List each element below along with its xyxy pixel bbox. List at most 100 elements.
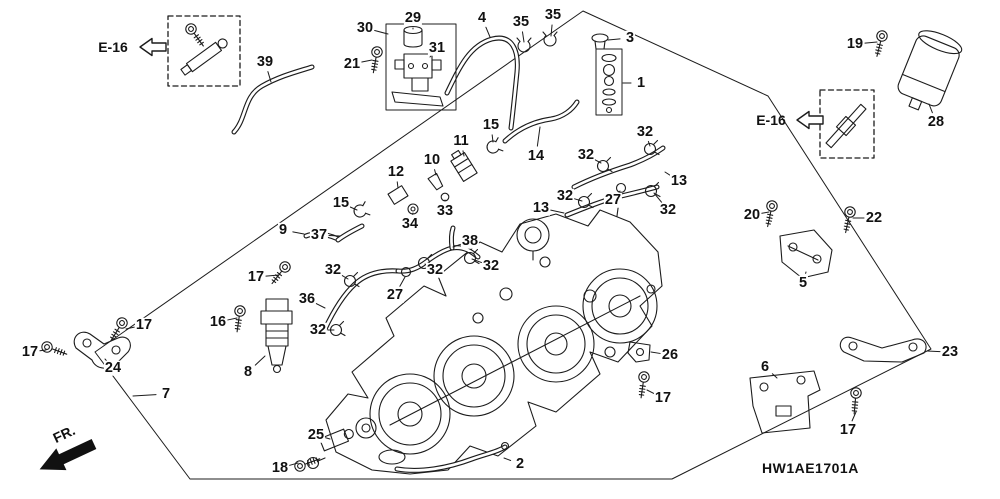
part-28-canister — [897, 30, 963, 111]
part-callout-22: 22 — [864, 209, 884, 226]
part-callout-8: 8 — [242, 363, 254, 380]
part-callout-12: 12 — [386, 163, 406, 180]
ref-label-e16-left: E-16 — [98, 39, 128, 55]
part-24-bracket — [73, 331, 131, 369]
e16-joint-left — [180, 38, 228, 76]
part-1-seal-kit — [595, 48, 623, 116]
leader-line — [864, 41, 878, 44]
vacuum-dome — [516, 218, 550, 261]
bolt-17 — [848, 386, 863, 415]
part-callout-32: 32 — [576, 146, 596, 163]
part-5-bracket — [779, 229, 833, 279]
ref-label-e16-right: E-16 — [756, 112, 786, 128]
part-callout-13: 13 — [531, 199, 551, 216]
leader-line — [521, 31, 525, 43]
part-30-bracket — [391, 91, 444, 107]
part-callout-27: 27 — [603, 191, 623, 208]
part-callout-11: 11 — [452, 132, 470, 149]
part-callout-32: 32 — [635, 123, 655, 140]
part-8-injector — [260, 298, 293, 374]
part-callout-38: 38 — [460, 232, 480, 249]
leader-line — [341, 274, 349, 280]
bolt-17 — [267, 259, 293, 288]
bolt-20 — [761, 199, 779, 229]
part-callout-14: 14 — [526, 147, 546, 164]
e16-ref-arrow-right — [796, 110, 824, 130]
leader-line — [374, 30, 389, 35]
e16-dashed-box-left — [167, 15, 241, 87]
frame-border — [94, 10, 932, 480]
part-callout-30: 30 — [355, 19, 375, 36]
leader-line — [452, 243, 462, 248]
leader-line — [429, 55, 432, 58]
leader-lines — [39, 24, 941, 466]
part-26-bracket — [627, 341, 651, 363]
part-callout-31: 31 — [427, 39, 447, 56]
part-callout-35: 35 — [511, 13, 531, 30]
leader-line — [491, 134, 494, 143]
part-callout-4: 4 — [476, 9, 488, 26]
part-callout-6: 6 — [759, 358, 771, 375]
hose-4 — [444, 35, 520, 131]
leader-line — [761, 211, 770, 214]
throttle-bore — [433, 335, 515, 417]
part-callout-20: 20 — [742, 206, 762, 223]
part-callout-34: 34 — [400, 215, 420, 232]
leader-line — [607, 38, 621, 41]
leader-line — [664, 171, 672, 177]
part-callout-29: 29 — [403, 9, 423, 26]
leader-line — [104, 358, 107, 362]
hose-2 — [394, 441, 510, 473]
diagram-code: HW1AE1701A — [762, 460, 859, 476]
leader-line — [289, 462, 299, 466]
leader-line — [227, 317, 238, 321]
part-callout-9: 9 — [277, 221, 289, 238]
bolt-e16-left — [183, 21, 209, 50]
part-callout-24: 24 — [103, 359, 123, 376]
part-30-valve-assembly — [385, 23, 457, 111]
throttle-bore — [517, 305, 595, 383]
part-callout-17: 17 — [20, 343, 40, 360]
leader-line — [132, 394, 157, 397]
part-6-bracket — [749, 370, 821, 434]
leader-line — [851, 411, 857, 422]
leader-line — [396, 181, 399, 189]
part-callout-32: 32 — [425, 261, 445, 278]
leader-line — [267, 71, 272, 83]
leader-line — [315, 302, 326, 309]
part-callout-33: 33 — [435, 202, 455, 219]
part-callout-15: 15 — [481, 116, 501, 133]
part-callout-15: 15 — [331, 194, 351, 211]
bolt-17 — [635, 370, 651, 400]
leader-line — [647, 140, 651, 147]
e16-pipe-right — [825, 103, 867, 149]
part-29-cap — [403, 25, 423, 48]
leader-line — [650, 351, 661, 354]
part-callout-18: 18 — [270, 459, 290, 476]
throttle-cam — [355, 417, 377, 439]
throttle-body — [325, 209, 663, 475]
part-31-valve-body — [394, 53, 442, 92]
hose-14 — [502, 99, 580, 144]
hose-38 — [395, 225, 481, 274]
leader-line — [550, 209, 565, 214]
leader-line — [254, 355, 266, 366]
throttle-bore — [582, 268, 658, 344]
leader-line — [653, 192, 663, 203]
part-callout-17: 17 — [246, 268, 266, 285]
leader-line — [928, 103, 933, 114]
part-callout-3: 3 — [624, 29, 636, 46]
part-25-sensor — [318, 428, 354, 452]
leader-line — [434, 169, 437, 176]
part-23-bracket — [839, 336, 927, 363]
part-callout-26: 26 — [660, 346, 680, 363]
clip-15 — [351, 201, 371, 221]
leader-line — [399, 276, 406, 287]
leader-line — [574, 198, 583, 202]
part-callout-36: 36 — [297, 290, 317, 307]
leader-line — [771, 373, 778, 379]
part-callout-32: 32 — [481, 257, 501, 274]
part-callout-21: 21 — [342, 55, 362, 72]
